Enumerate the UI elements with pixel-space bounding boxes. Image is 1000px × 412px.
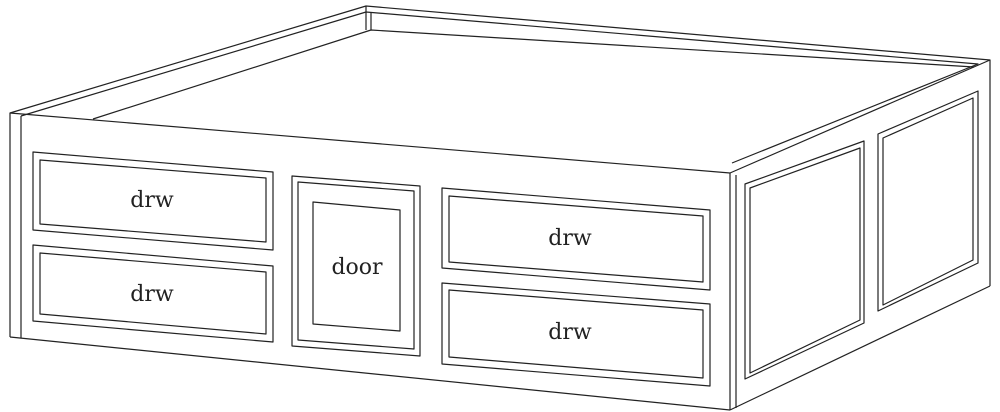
drawer-top-right: drw: [441, 187, 711, 291]
cabinet-front: [9, 113, 737, 411]
drawer-bottom-right: drw: [441, 282, 711, 387]
drawer-top-left: drw: [32, 151, 274, 251]
door-center-label: door: [331, 255, 383, 280]
drawer-bottom-left: drw: [32, 244, 274, 343]
cabinet-top: [9, 5, 991, 174]
drawer-bottom-right-label: drw: [548, 320, 592, 345]
cabinet-side: [729, 60, 991, 411]
drawer-top-right-label: drw: [548, 226, 592, 251]
drawer-bottom-left-label: drw: [130, 282, 174, 307]
drawer-top-left-label: drw: [130, 188, 174, 213]
door-center: door: [291, 175, 421, 357]
